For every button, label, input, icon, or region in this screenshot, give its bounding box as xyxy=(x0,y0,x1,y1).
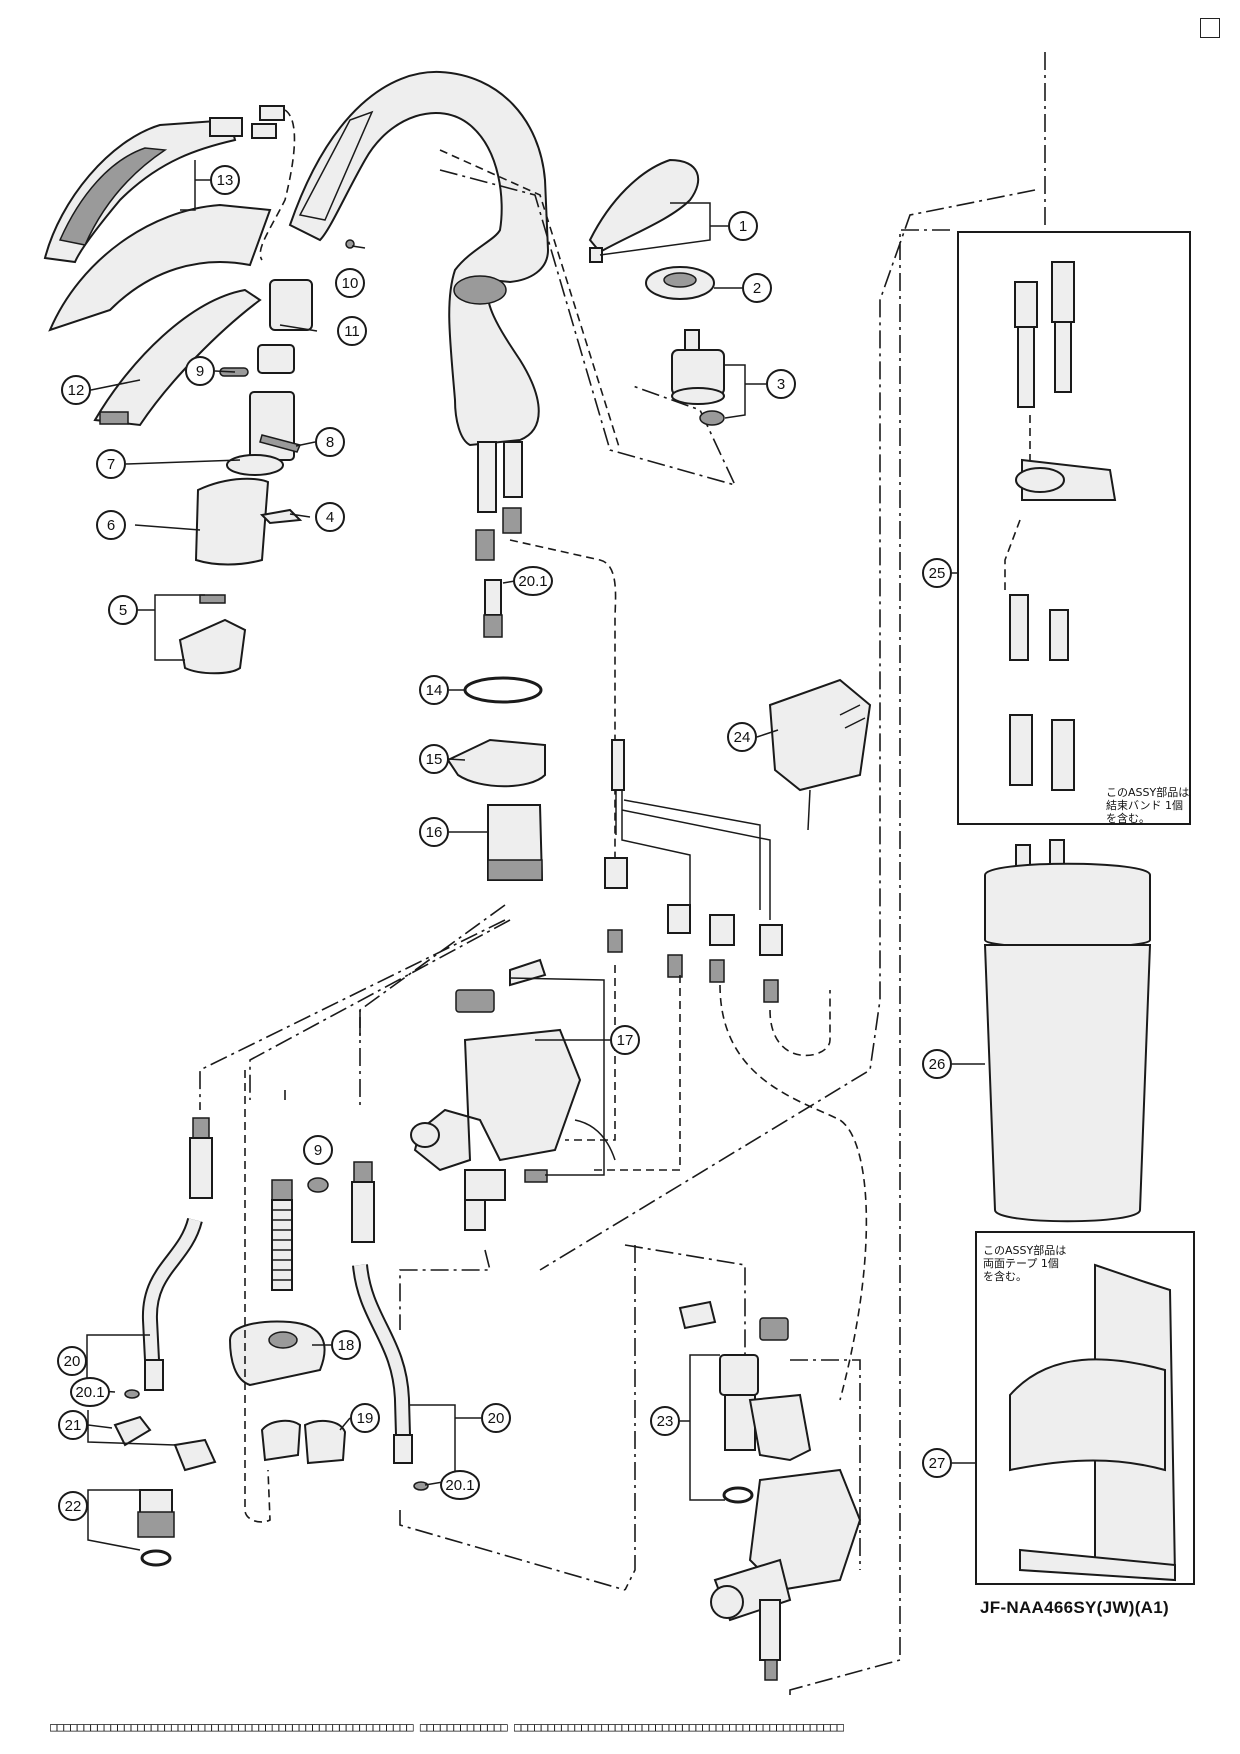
svg-text:21: 21 xyxy=(65,1417,82,1434)
callout-26: 26 xyxy=(922,1049,952,1079)
svg-text:27: 27 xyxy=(929,1455,946,1472)
callout-24: 24 xyxy=(727,722,757,752)
svg-text:20.1: 20.1 xyxy=(75,1384,104,1401)
misc-guidelines xyxy=(284,1010,861,1591)
svg-text:16: 16 xyxy=(426,824,443,841)
checkbox-square xyxy=(1200,18,1220,38)
callout-20-right: 20 xyxy=(481,1403,511,1433)
hose-left xyxy=(124,1117,213,1399)
callout-13: 13 xyxy=(210,165,240,195)
valve-assembly xyxy=(410,958,616,1231)
svg-text:3: 3 xyxy=(777,376,785,393)
callout-20-1-left: 20.1 xyxy=(70,1377,110,1407)
svg-text:9: 9 xyxy=(196,363,204,380)
callout-21: 21 xyxy=(58,1410,88,1440)
filter-cartridge xyxy=(983,839,1152,1223)
callout-19: 19 xyxy=(350,1403,380,1433)
assy-25-note: このASSY部品は 結束バンド 1個 を含む。 xyxy=(1106,786,1190,825)
assy-27-frame xyxy=(975,1231,1195,1585)
callout-15: 15 xyxy=(419,744,449,774)
faucet-body xyxy=(288,70,550,638)
svg-text:8: 8 xyxy=(326,434,334,451)
svg-text:20: 20 xyxy=(488,1410,505,1427)
callout-14: 14 xyxy=(419,675,449,705)
fitting-dash xyxy=(244,1070,271,1523)
aerator-parts xyxy=(178,239,355,675)
callout-9-top: 9 xyxy=(185,356,215,386)
assy-25-frame xyxy=(957,231,1191,825)
lever-handle xyxy=(588,158,725,426)
svg-text:23: 23 xyxy=(657,1413,674,1430)
svg-text:6: 6 xyxy=(107,517,115,534)
mount-parts xyxy=(446,676,546,881)
callout-25: 25 xyxy=(922,558,952,588)
valve-guideline xyxy=(624,1245,636,1591)
callout-18: 18 xyxy=(331,1330,361,1360)
callout-3: 3 xyxy=(766,369,796,399)
assy-27-bracket xyxy=(1009,1263,1177,1582)
svg-text:7: 7 xyxy=(107,456,115,473)
svg-text:20.1: 20.1 xyxy=(445,1477,474,1494)
callout-11: 11 xyxy=(337,316,367,346)
callout-22: 22 xyxy=(58,1491,88,1521)
wire-dash-lines xyxy=(565,965,868,1401)
hose-right xyxy=(351,1161,429,1491)
model-code: JF-NAA466SY(JW)(A1) xyxy=(980,1598,1169,1617)
callout-20-1-right: 20.1 xyxy=(440,1470,480,1500)
svg-text:14: 14 xyxy=(426,682,443,699)
corrugated-hose xyxy=(271,1177,329,1291)
cartridge-guide-line xyxy=(439,169,737,487)
svg-text:9: 9 xyxy=(314,1142,322,1159)
svg-text:13: 13 xyxy=(217,172,234,189)
callout-12: 12 xyxy=(61,375,91,405)
callout-2: 2 xyxy=(742,273,772,303)
callout-8: 8 xyxy=(315,427,345,457)
svg-text:25: 25 xyxy=(929,565,946,582)
callouts: 1 2 3 4 5 6 7 8 9 10 11 12 13 14 15 16 1… xyxy=(57,165,952,1521)
svg-text:24: 24 xyxy=(734,729,751,746)
valve-23 xyxy=(678,1300,862,1681)
svg-text:20.1: 20.1 xyxy=(518,573,547,590)
hose-guidelines xyxy=(199,904,511,1330)
callout-7: 7 xyxy=(96,449,126,479)
callout-23: 23 xyxy=(650,1406,680,1436)
footer-placeholder-text: □□□□□□□□□□□□□□□□□□□□□□□□□□□□□□□□□□□□□□□□… xyxy=(50,1720,844,1734)
svg-text:10: 10 xyxy=(342,275,359,292)
callout-4: 4 xyxy=(315,502,345,532)
hose-routing-line xyxy=(439,149,621,860)
callout-6: 6 xyxy=(96,510,126,540)
callout-17: 17 xyxy=(610,1025,640,1055)
callout-9-bottom: 9 xyxy=(303,1135,333,1165)
svg-text:17: 17 xyxy=(617,1032,634,1049)
callout-20-1-top: 20.1 xyxy=(513,566,553,596)
svg-text:15: 15 xyxy=(426,751,443,768)
svg-text:11: 11 xyxy=(344,323,360,340)
svg-text:18: 18 xyxy=(338,1337,355,1354)
fittings xyxy=(113,1320,347,1567)
svg-text:19: 19 xyxy=(357,1410,374,1427)
callout-1: 1 xyxy=(728,211,758,241)
filter-guideline xyxy=(539,52,1046,1700)
svg-text:5: 5 xyxy=(119,602,127,619)
callout-27: 27 xyxy=(922,1448,952,1478)
ac-adapter xyxy=(768,678,872,831)
callout-20-left: 20 xyxy=(57,1346,87,1376)
assy-27-note: このASSY部品は 両面テープ 1個 を含む。 xyxy=(983,1244,1067,1283)
svg-text:22: 22 xyxy=(65,1498,82,1515)
svg-text:1: 1 xyxy=(739,218,747,235)
callout-5: 5 xyxy=(108,595,138,625)
svg-text:2: 2 xyxy=(753,280,761,297)
callout-16: 16 xyxy=(419,817,449,847)
cover-parts xyxy=(43,105,285,427)
assy-25-contents xyxy=(1004,261,1117,791)
svg-text:12: 12 xyxy=(68,382,85,399)
svg-text:4: 4 xyxy=(326,509,334,526)
svg-text:20: 20 xyxy=(64,1353,81,1370)
callout-10: 10 xyxy=(335,268,365,298)
cover-dash xyxy=(259,109,296,261)
svg-text:26: 26 xyxy=(929,1056,946,1073)
wiring-harness xyxy=(604,739,783,1003)
